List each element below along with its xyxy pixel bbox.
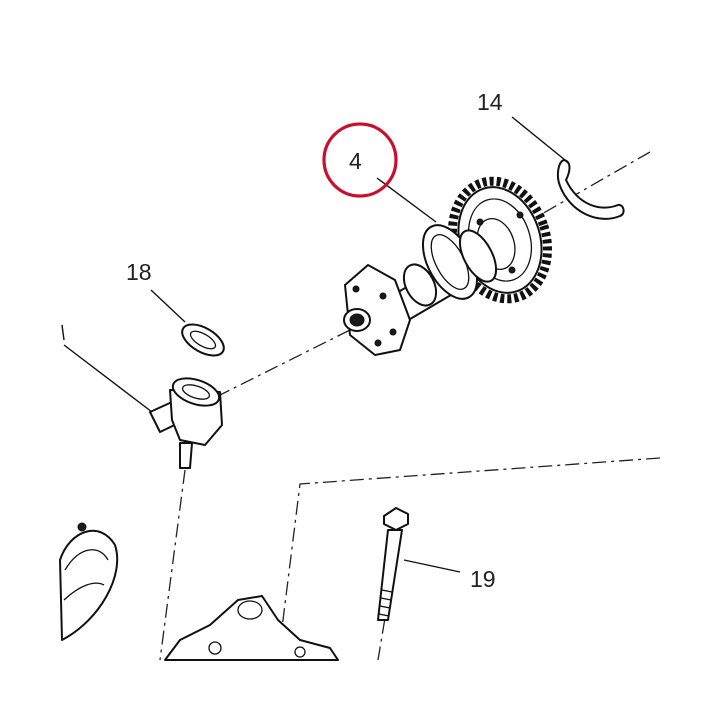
left-edge-leader [61, 324, 153, 413]
highlight-ring [322, 122, 398, 198]
callout-4[interactable]: 4 [349, 148, 362, 174]
side-cover-partial [59, 522, 119, 641]
camshaft-axis-line [219, 151, 651, 396]
leader-line-19 [403, 559, 461, 573]
crankcase-dashed-outline [277, 457, 661, 661]
leader-line-18 [150, 289, 186, 323]
cam-lobe [402, 263, 438, 307]
retaining-clip-part-14[interactable] [556, 159, 625, 220]
bolt-part-19[interactable] [377, 507, 409, 621]
bearing-journal [458, 229, 498, 283]
callout-18[interactable]: 18 [126, 259, 152, 285]
callout-14[interactable]: 14 [477, 89, 503, 115]
crankcase-partial [164, 595, 339, 661]
seal-gasket-part-18[interactable] [177, 318, 229, 362]
camshaft-assembly[interactable] [343, 169, 562, 356]
oil-fitting-elbow[interactable] [149, 373, 223, 469]
leader-line-14 [511, 116, 566, 161]
lower-axis-line [159, 469, 186, 661]
callout-19[interactable]: 19 [470, 566, 496, 592]
